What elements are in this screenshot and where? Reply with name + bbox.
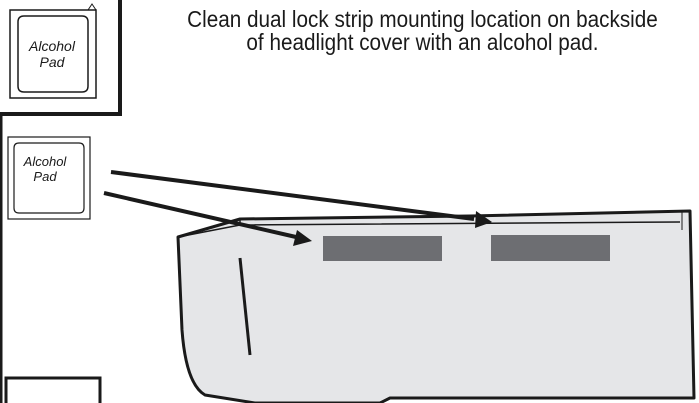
alcohol-pad-label-2: Alcohol Pad [23, 154, 67, 184]
mounting-location-left [323, 236, 442, 261]
instruction-text: Clean dual lock strip mounting location … [187, 6, 658, 55]
alcohol-pad-packet-1 [9, 3, 97, 99]
mounting-location-right [491, 235, 610, 261]
next-step-panel-corner [4, 376, 102, 403]
arrow-to-right-location [110, 170, 492, 228]
step-panel-frame [0, 0, 122, 116]
alcohol-pad-label-1: Alcohol Pad [29, 38, 75, 71]
alcohol-pad-packet-2 [7, 136, 91, 220]
arrow-to-left-location [103, 191, 312, 246]
